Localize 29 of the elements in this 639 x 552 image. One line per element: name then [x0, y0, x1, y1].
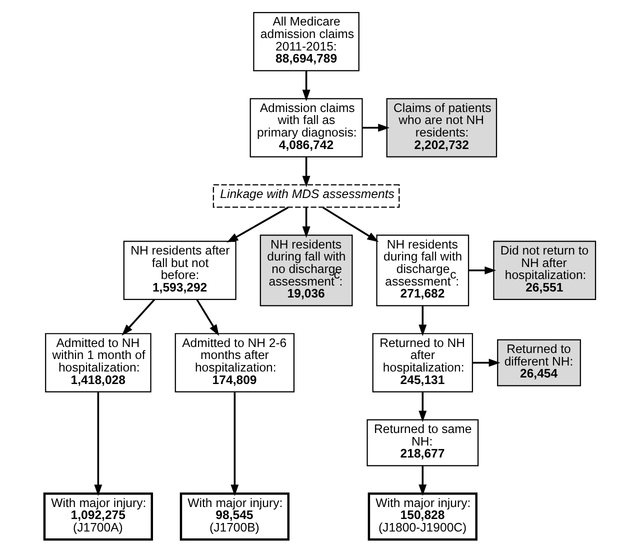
arrow [121, 298, 155, 336]
arrow [418, 466, 426, 496]
node-box: Claims of patients who are not NH residents: 2,202,732 [386, 98, 497, 158]
node-box: Linkage with MDS assessments [212, 184, 400, 208]
arrow [472, 358, 500, 367]
arrow [94, 392, 102, 496]
node-box: NH residents after fall but not before: 1,593,292 [122, 240, 236, 300]
arrow [226, 206, 288, 243]
arrow [196, 299, 219, 336]
arrow [322, 206, 378, 242]
node-box: With major injury: 98,545 (J1700B) [179, 492, 289, 541]
node-box: Returned to same NH: 218,677 [366, 419, 478, 466]
arrow [418, 392, 426, 422]
node-box: Returned to different NH: 26,454 [496, 339, 580, 386]
node-box: Admission claims with fall as primary diagnosis: 4,086,742 [249, 98, 362, 158]
arrow [302, 71, 310, 102]
arrow [418, 306, 426, 336]
node-box: Admitted to NH within 1 month of hospitalization: 1,418,028 [44, 333, 151, 392]
node-box: Returned to NH after hospitalization: 245,131 [372, 333, 472, 392]
node-box: All Medicare admission claims 2011-2015: 88,694,789 [252, 12, 359, 72]
arrow [302, 207, 310, 238]
arrow [302, 156, 310, 188]
arrow [362, 124, 390, 132]
arrow [230, 392, 238, 496]
node-box: Admitted to NH 2-6 months after hospitalization: 174,809 [174, 333, 294, 392]
arrow [468, 266, 496, 274]
node-box: With major injury: 150,828 (J1800-J1900C) [367, 492, 477, 541]
node-box: Did not return to NH after hospitalization: 26,551 [492, 240, 596, 300]
node-box: With major injury: 1,092,275 (J1700A) [42, 492, 152, 541]
